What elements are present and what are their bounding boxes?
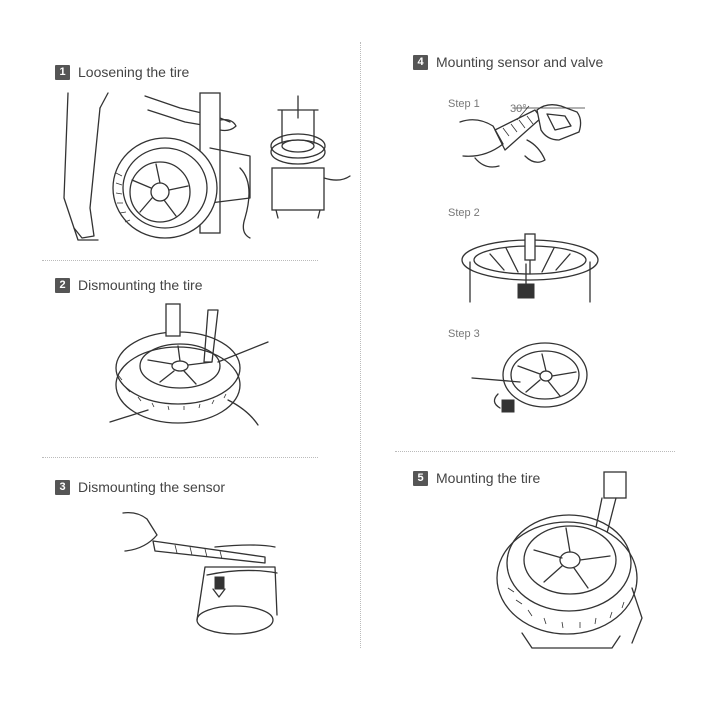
section-2-number: 2: [55, 277, 70, 293]
section-5-title: Mounting the tire: [436, 470, 541, 486]
section-5-header: 5 Mounting the tire: [413, 470, 540, 486]
step-3-illustration: [471, 342, 588, 413]
section-2-title: Dismounting the tire: [78, 277, 203, 293]
row-divider-2: [42, 457, 318, 458]
section-3-number: 3: [55, 479, 70, 495]
section-1-header: 1 Loosening the tire: [55, 64, 189, 80]
step-3-label: Step 3: [448, 328, 480, 340]
section-5-number: 5: [413, 470, 428, 486]
section-3-header: 3 Dismounting the sensor: [55, 479, 225, 495]
step-2-illustration: [461, 233, 599, 303]
step-1-illustration: [459, 104, 585, 168]
section-1-title: Loosening the tire: [78, 64, 190, 80]
row-divider-1: [42, 260, 318, 261]
step-2-label: Step 2: [448, 207, 480, 219]
row-divider-3: [395, 451, 675, 452]
section-1-number: 1: [55, 64, 70, 80]
section-4-number: 4: [413, 54, 428, 70]
loosening-tire-illustration: [63, 92, 351, 241]
section-4-header: 4 Mounting sensor and valve: [413, 54, 603, 70]
section-3-title: Dismounting the sensor: [78, 479, 226, 495]
dismounting-sensor-illustration: [122, 511, 278, 635]
section-2-header: 2 Dismounting the tire: [55, 277, 203, 293]
angle-label: 30°: [510, 103, 527, 115]
column-divider: [360, 42, 361, 648]
section-4-title: Mounting sensor and valve: [436, 54, 604, 70]
step-1-label: Step 1: [448, 98, 480, 110]
mounting-tire-illustration: [496, 471, 643, 649]
dismounting-tire-illustration: [109, 303, 269, 426]
